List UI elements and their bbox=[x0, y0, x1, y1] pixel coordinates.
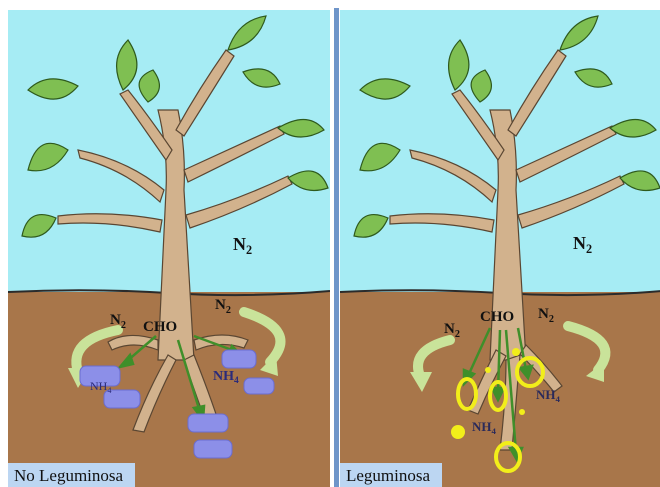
scene-no-leguminosa bbox=[8, 10, 330, 487]
panel-caption: No Leguminosa bbox=[8, 463, 135, 487]
panel-caption: Leguminosa bbox=[340, 463, 442, 487]
panel-divider bbox=[334, 8, 339, 487]
label-n2-atmosphere: N2 bbox=[233, 235, 252, 253]
label-n2-right: N2 bbox=[538, 307, 554, 322]
label-n2-left: N2 bbox=[444, 322, 460, 337]
label-cho: CHO bbox=[480, 310, 514, 325]
panel-leguminosa: N2 N2 N2 CHO NH4 NH4 Leguminosa bbox=[340, 10, 660, 487]
scene-leguminosa bbox=[340, 10, 660, 487]
panel-no-leguminosa: N2 N2 N2 CHO NH4 NH4 No Leguminosa bbox=[8, 10, 330, 487]
label-nh4-left: NH4 bbox=[472, 420, 496, 433]
label-n2-atmosphere: N2 bbox=[573, 234, 592, 252]
label-n2-right: N2 bbox=[215, 298, 231, 313]
label-nh4-left: NH4 bbox=[90, 380, 111, 392]
label-nh4-right: NH4 bbox=[213, 370, 239, 384]
label-n2-left: N2 bbox=[110, 313, 126, 328]
label-nh4-right: NH4 bbox=[536, 388, 560, 401]
label-cho: CHO bbox=[143, 320, 177, 335]
